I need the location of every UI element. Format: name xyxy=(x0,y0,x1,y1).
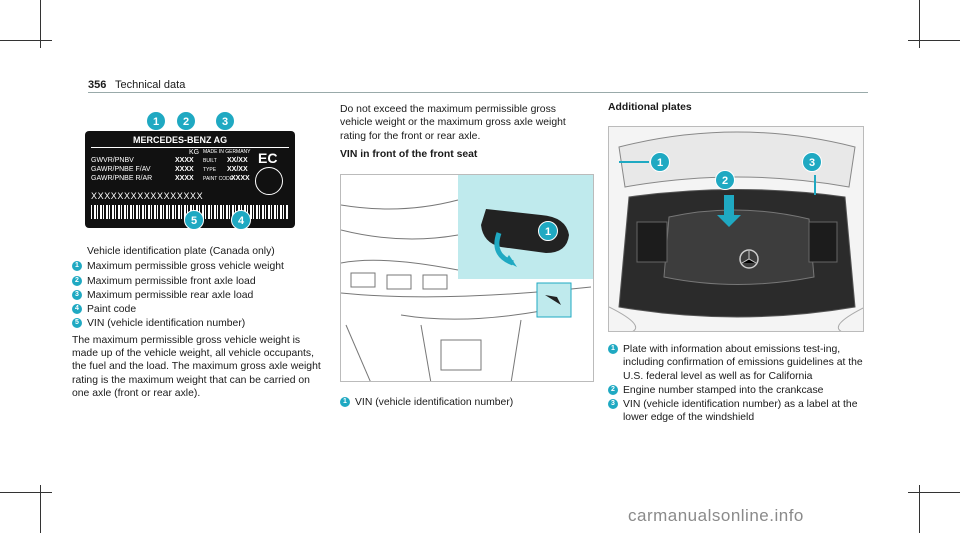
middle-text-column: Do not exceed the maximum permissible gr… xyxy=(340,103,590,163)
plate-row-value: XXXX xyxy=(175,157,194,164)
crop-mark xyxy=(40,0,41,48)
right-text-column: 1 Plate with information about emissions … xyxy=(608,343,870,426)
left-text-column: Vehicle identification plate (Canada onl… xyxy=(72,245,322,402)
list-item: 2 Maximum permissible front axle load xyxy=(72,275,322,288)
plate-paint-value: XXXX xyxy=(231,175,250,182)
plate-built-value: XX/XX xyxy=(227,157,248,164)
plate-vin: XXXXXXXXXXXXXXXXX xyxy=(91,191,204,201)
number-badge: 2 xyxy=(72,275,82,286)
list-item-text: Plate with information about emissions t… xyxy=(623,344,863,382)
vin-seat-figure xyxy=(340,174,594,382)
body-paragraph: The maximum permissible gross vehicle we… xyxy=(72,334,321,399)
plate-row-value: XXXX xyxy=(175,166,194,173)
section-heading: Additional plates xyxy=(608,102,692,113)
plate-type-value: XX/XX xyxy=(227,166,248,173)
figure-caption: Vehicle identification plate (Canada onl… xyxy=(87,246,275,257)
callout-3: 3 xyxy=(215,111,235,131)
plate-kg: KG xyxy=(189,149,200,156)
callout-1: 1 xyxy=(538,221,558,241)
callout-5: 5 xyxy=(184,210,204,230)
callout-1: 1 xyxy=(650,152,670,172)
crop-mark xyxy=(0,492,52,493)
callout-1: 1 xyxy=(146,111,166,131)
callout-3: 3 xyxy=(802,152,822,172)
plate-divider xyxy=(91,147,289,148)
number-badge: 5 xyxy=(72,318,82,329)
list-item-text: Engine number stamped into the crankcase xyxy=(623,384,824,396)
plate-built-label: BUILT xyxy=(203,158,217,164)
plate-made-in: MADE IN GERMANY xyxy=(203,149,251,155)
number-badge: 1 xyxy=(340,397,350,407)
number-badge: 3 xyxy=(72,289,82,300)
right-heading: Additional plates xyxy=(608,101,868,116)
list-item: 3 Maximum permissible rear axle load xyxy=(72,289,322,302)
engine-bay-figure xyxy=(608,126,864,332)
engine-illustration xyxy=(609,127,863,331)
body-paragraph: Do not exceed the maximum permissible gr… xyxy=(340,104,566,142)
list-item: 1 Plate with information about emissions … xyxy=(608,343,870,383)
plate-row-value: XXXX xyxy=(175,175,194,182)
callout-2: 2 xyxy=(176,111,196,131)
seal-icon xyxy=(255,167,283,195)
crop-mark xyxy=(908,40,960,41)
list-item-text: Maximum permissible front axle load xyxy=(87,275,256,287)
crop-mark xyxy=(919,485,920,533)
number-badge: 3 xyxy=(608,399,618,410)
crop-mark xyxy=(0,40,52,41)
list-item-text: VIN (vehicle identification number) xyxy=(87,318,246,330)
list-item: 2 Engine number stamped into the crankcas… xyxy=(608,384,870,397)
page-number: 356 xyxy=(88,79,107,91)
list-item: 1 VIN (vehicle identification number) xyxy=(340,396,590,409)
watermark: carmanualsonline.info xyxy=(628,506,804,525)
page-title: Technical data xyxy=(115,79,186,91)
plate-row-label: GWVR/PNBV xyxy=(91,157,134,164)
list-item: 4 Paint code xyxy=(72,303,322,316)
crop-mark xyxy=(919,0,920,48)
plate-type-label: TYPE xyxy=(203,167,217,173)
header-rule xyxy=(88,92,868,93)
plate-brand: MERCEDES-BENZ AG xyxy=(133,135,228,145)
list-item-text: Paint code xyxy=(87,304,137,316)
ec-mark: EC xyxy=(258,150,278,166)
list-item: 3 VIN (vehicle identification number) as … xyxy=(608,398,870,425)
list-item-text: Maximum permissible gross vehicle weight xyxy=(87,261,284,273)
crop-mark xyxy=(40,485,41,533)
list-item-text: VIN (vehicle identification number) as a… xyxy=(623,399,858,424)
number-badge: 1 xyxy=(608,344,618,354)
plate-row-label: GAWR/PNBE F/AV xyxy=(91,166,151,173)
plate-paint-label: PAINT CODE xyxy=(203,176,234,182)
section-heading: VIN in front of the front seat xyxy=(340,148,478,160)
crop-mark xyxy=(908,492,960,493)
callout-2: 2 xyxy=(715,170,735,190)
page-header: 356 Technical data xyxy=(88,79,868,93)
seat-illustration xyxy=(341,175,593,381)
list-item: 1 Maximum permissible gross vehicle weigh… xyxy=(72,260,322,273)
callout-4: 4 xyxy=(231,210,251,230)
plate-row-label: GAWR/PNBE R/AR xyxy=(91,175,153,182)
list-item-text: Maximum permissible rear axle load xyxy=(87,289,254,301)
number-badge: 4 xyxy=(72,304,82,315)
list-item: 5 VIN (vehicle identification number) xyxy=(72,317,322,330)
middle-caption: 1 VIN (vehicle identification number) xyxy=(340,396,590,410)
list-item-text: VIN (vehicle identification number) xyxy=(355,397,514,408)
number-badge: 2 xyxy=(608,384,618,395)
number-badge: 1 xyxy=(72,261,82,272)
